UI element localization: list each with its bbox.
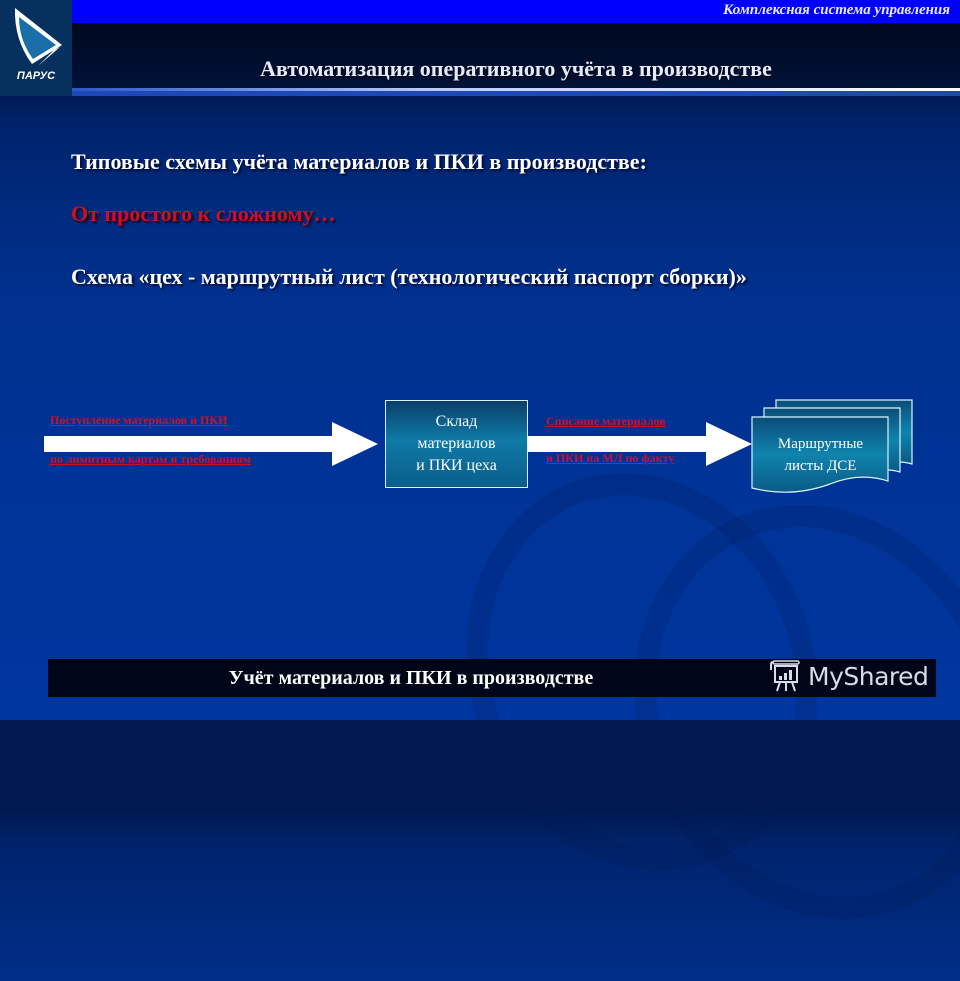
- warehouse-label-line1: Склад: [435, 413, 478, 430]
- presentation-board-icon: [770, 660, 800, 692]
- myshared-watermark[interactable]: MyShared: [768, 656, 929, 696]
- route-sheets-line2: листы ДСЕ: [784, 458, 857, 474]
- header-background: [72, 23, 960, 89]
- incoming-materials-link[interactable]: Поступление материалов и ПКИ: [50, 413, 228, 427]
- writeoff-materials-link-line2[interactable]: и ПКИ на МЛ по факту: [546, 451, 675, 465]
- sail-logo-icon: ПАРУС: [14, 8, 62, 82]
- route-sheets-documents-icon: [751, 399, 913, 493]
- writeoff-materials-link[interactable]: Списание материалов: [546, 414, 666, 428]
- footer-title: Учёт материалов и ПКИ в производстве: [228, 667, 594, 689]
- svg-text:ПАРУС: ПАРУС: [17, 70, 56, 82]
- warehouse-label-line2: материалов: [417, 435, 496, 452]
- route-sheets-label: Маршрутные листы ДСЕ: [754, 433, 887, 477]
- warehouse-label-line3: и ПКИ цеха: [416, 457, 497, 474]
- top-band: Комплексная система управления: [72, 0, 960, 23]
- header-divider-lower: [72, 91, 960, 96]
- page-title: Автоматизация оперативного учёта в произ…: [260, 56, 772, 81]
- scheme-title: Схема «цех - маршрутный лист (технологич…: [71, 264, 747, 289]
- watermark-text: MyShared: [808, 661, 929, 691]
- warehouse-box: Склад материалов и ПКИ цеха: [385, 400, 528, 488]
- header-divider: [72, 88, 960, 91]
- background-swoosh: [567, 442, 960, 981]
- incoming-materials-link-line2[interactable]: по лимитным картам и требованиям: [50, 452, 251, 466]
- parus-logo: ПАРУС: [0, 0, 72, 96]
- tagline: Комплексная система управления: [723, 2, 950, 18]
- section-subheading: От простого к сложному…: [71, 201, 336, 226]
- writeoff-arrow-icon: [528, 422, 752, 466]
- route-sheets-line1: Маршрутные: [777, 436, 864, 452]
- section-heading: Типовые схемы учёта материалов и ПКИ в п…: [71, 149, 647, 174]
- incoming-arrow-icon: [44, 422, 378, 466]
